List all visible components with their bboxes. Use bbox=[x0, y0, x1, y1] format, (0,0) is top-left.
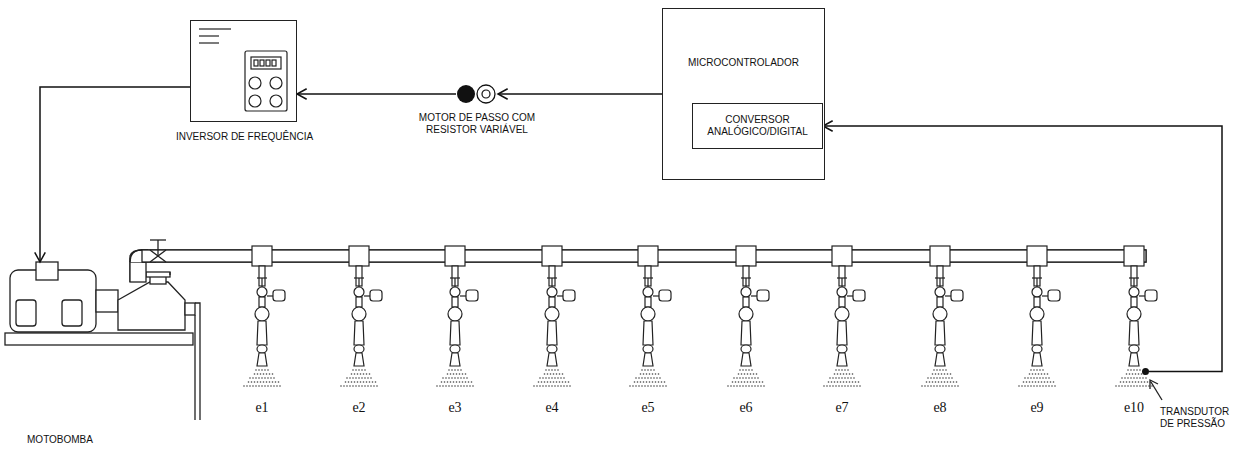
motor-pump bbox=[5, 250, 200, 420]
sprinkler bbox=[340, 246, 382, 387]
adc-box: CONVERSOR ANALÓGICO/DIGITAL bbox=[692, 103, 823, 149]
emitter-label: e2 bbox=[352, 400, 365, 416]
emitter-label: e4 bbox=[545, 400, 558, 416]
microcontroller-box: MICROCONTROLADOR CONVERSOR ANALÓGICO/DIGI… bbox=[662, 8, 825, 180]
sprinkler bbox=[436, 246, 478, 387]
emitter-label: e5 bbox=[641, 400, 654, 416]
emitter-label: e7 bbox=[835, 400, 848, 416]
node-label: TRANSDUTOR DE PRESSÃO bbox=[1160, 406, 1238, 430]
coupling bbox=[96, 290, 118, 312]
node-label: MOTOR DE PASSO COM RESISTOR VARIÁVEL bbox=[411, 112, 543, 136]
suction-pipe bbox=[185, 303, 195, 315]
pressure-transducer: TRANSDUTOR DE PRESSÃO bbox=[1142, 368, 1149, 375]
sprinklers bbox=[243, 246, 1157, 387]
node-label: MICROCONTROLADOR bbox=[663, 57, 824, 69]
signal-arrow bbox=[498, 89, 662, 100]
sprinkler bbox=[921, 246, 963, 387]
emitter-label: e3 bbox=[448, 400, 461, 416]
sprinkler bbox=[823, 246, 865, 387]
emitter-label: e8 bbox=[933, 400, 946, 416]
signal-arrow bbox=[297, 89, 456, 100]
inverter-panel bbox=[191, 21, 295, 120]
leader-arrow bbox=[1150, 380, 1162, 400]
motor-pump: MOTOBOMBA bbox=[5, 250, 200, 350]
sprinkler bbox=[629, 246, 671, 387]
base-plate bbox=[5, 333, 193, 345]
sprinkler bbox=[1115, 246, 1157, 387]
emitter-label: e10 bbox=[1124, 400, 1144, 416]
junction-box bbox=[36, 262, 58, 280]
gate-valve bbox=[150, 240, 166, 262]
inverter-box: INVERSOR DE FREQUÊNCIA bbox=[190, 20, 297, 122]
signal-arrow bbox=[35, 87, 190, 262]
pump-body bbox=[118, 282, 185, 330]
sprinkler bbox=[1018, 246, 1060, 387]
node-label: INVERSOR DE FREQUÊNCIA bbox=[166, 131, 323, 143]
emitter-label: e1 bbox=[255, 400, 268, 416]
riser-pipe bbox=[130, 262, 146, 282]
sprinkler bbox=[243, 246, 285, 387]
motor-symbol bbox=[456, 84, 498, 104]
sprinkler bbox=[533, 246, 575, 387]
emitter-label: e6 bbox=[739, 400, 752, 416]
node-label: CONVERSOR ANALÓGICO/DIGITAL bbox=[693, 114, 822, 138]
signal-arrow bbox=[823, 121, 1222, 372]
sprinkler bbox=[727, 246, 769, 387]
node-label: MOTOBOMBA bbox=[5, 434, 115, 446]
stepper-motor: MOTOR DE PASSO COM RESISTOR VARIÁVEL bbox=[456, 84, 498, 104]
emitter-label: e9 bbox=[1030, 400, 1043, 416]
